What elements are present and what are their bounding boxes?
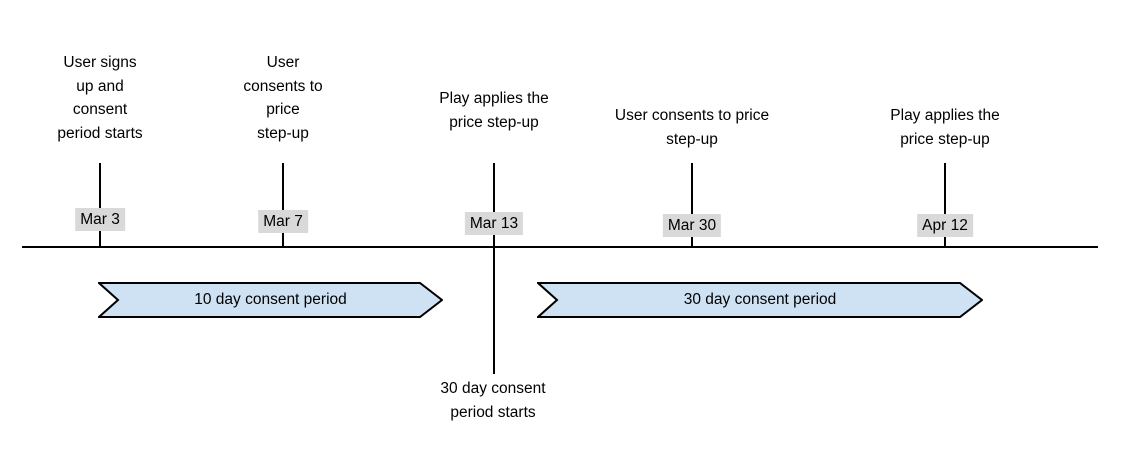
date-badge-mar-13: Mar 13	[464, 212, 524, 235]
note-30-day-period-starts: 30 day consent period starts	[373, 377, 613, 424]
event-label-line: Play applies the	[439, 90, 549, 107]
arrow-banner-shape	[537, 282, 983, 318]
period-label-10-day: 10 day consent period	[194, 291, 347, 308]
event-label-line: consent	[72, 101, 128, 118]
date-badge-mar-30: Mar 30	[662, 214, 722, 237]
consent-period-arrow-10-day: 10 day consent period	[98, 282, 443, 318]
event-label-line: step-up	[666, 130, 718, 148]
timeline-axis	[22, 246, 1098, 248]
arrow-banner-polygon	[98, 282, 443, 318]
event-label-mar-30: User consents to price step-up	[572, 104, 812, 151]
event-label-line: User	[266, 54, 300, 71]
event-label-mar-13: Play applies the price step-up	[374, 87, 614, 134]
event-label-line: Play applies the	[890, 107, 1000, 124]
event-label-line: price step-up	[900, 130, 990, 148]
note-line: period starts	[450, 403, 536, 421]
arrow-banner-shape	[98, 282, 443, 318]
note-line: 30 day consent	[440, 380, 546, 397]
event-label-line: consents to	[243, 77, 323, 95]
event-label-line: User consents to price	[614, 107, 770, 124]
period-label-30-day: 30 day consent period	[683, 291, 837, 308]
tick-mar-3	[99, 163, 101, 248]
event-label-line: price step-up	[449, 113, 539, 131]
event-label-line: price	[266, 101, 300, 118]
tick-mar-30	[691, 163, 693, 248]
tick-mar-7	[282, 163, 284, 248]
tick-mar-13	[493, 163, 495, 374]
event-label-mar-3: User signs up and consent period starts	[0, 51, 220, 145]
event-label-line: User signs	[63, 54, 137, 71]
tick-apr-12	[944, 163, 946, 248]
arrow-banner-polygon	[537, 282, 983, 318]
consent-period-arrow-30-day: 30 day consent period	[537, 282, 983, 318]
event-label-apr-12: Play applies the price step-up	[825, 104, 1065, 151]
event-label-line: up and	[76, 77, 124, 95]
event-label-line: period starts	[57, 124, 143, 142]
date-badge-mar-3: Mar 3	[75, 208, 125, 231]
event-label-line: step-up	[257, 124, 309, 142]
date-badge-apr-12: Apr 12	[917, 214, 973, 237]
event-label-mar-7: User consents to price step-up	[163, 51, 403, 145]
date-badge-mar-7: Mar 7	[258, 210, 308, 233]
